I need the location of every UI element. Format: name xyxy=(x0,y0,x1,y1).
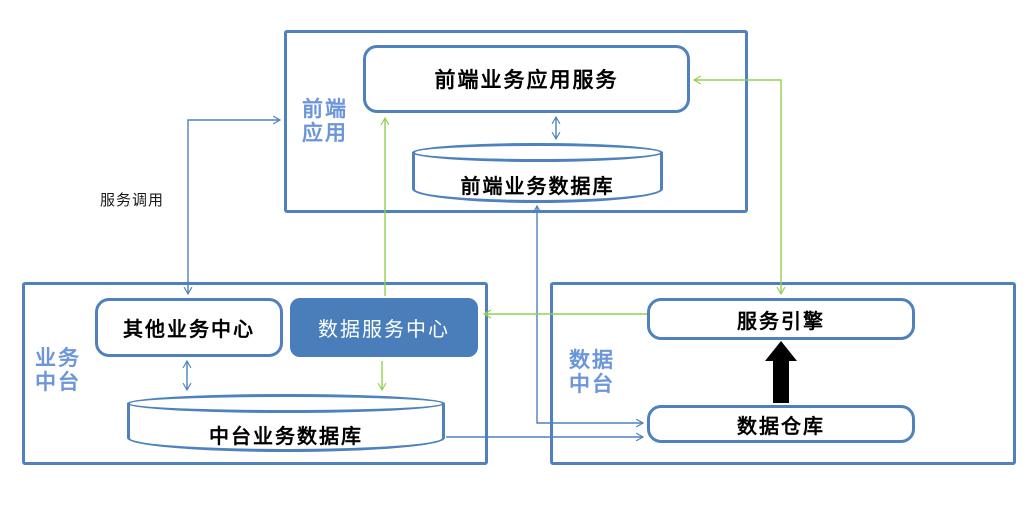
node-data-warehouse: 数据仓库 xyxy=(647,405,915,443)
group-data-platform-label-line2: 中台 xyxy=(569,373,615,396)
service-call-label: 服务调用 xyxy=(100,192,165,209)
node-frontend-app-service: 前端业务应用服务 xyxy=(363,45,690,113)
node-frontend-db-label: 前端业务数据库 xyxy=(460,175,615,198)
node-other-business-center-label: 其他业务中心 xyxy=(123,319,255,341)
edge-service-call xyxy=(183,115,282,296)
cylinder-body xyxy=(127,403,445,452)
node-other-business-center: 其他业务中心 xyxy=(95,298,283,357)
cylinder-top-ellipse xyxy=(127,394,445,413)
node-data-service-center: 数据服务中心 xyxy=(290,298,478,357)
group-business-platform-label-line1: 业务 xyxy=(35,347,81,370)
group-data-platform-label-line1: 数据 xyxy=(569,349,615,372)
node-data-service-center-label: 数据服务中心 xyxy=(318,319,450,341)
node-frontend-db-cylinder: 前端业务数据库 xyxy=(412,143,663,203)
node-middle-business-db-label: 中台业务数据库 xyxy=(209,425,363,448)
group-frontend-app-label-line1: 前端 xyxy=(302,98,348,121)
node-frontend-app-service-label: 前端业务应用服务 xyxy=(434,68,619,92)
group-data-platform-label: 数据中台 xyxy=(569,349,615,397)
cylinder-top-ellipse xyxy=(412,143,663,162)
group-frontend-app-label: 前端应用 xyxy=(302,98,348,146)
node-service-engine-label: 服务引擎 xyxy=(737,310,825,333)
group-business-platform-label: 业务中台 xyxy=(35,347,81,395)
node-data-warehouse-label: 数据仓库 xyxy=(737,415,825,438)
group-business-platform-label-line2: 中台 xyxy=(35,371,81,394)
node-middle-business-db-cylinder: 中台业务数据库 xyxy=(127,394,445,452)
node-service-engine: 服务引擎 xyxy=(647,298,915,340)
group-frontend-app-label-line2: 应用 xyxy=(302,122,348,145)
